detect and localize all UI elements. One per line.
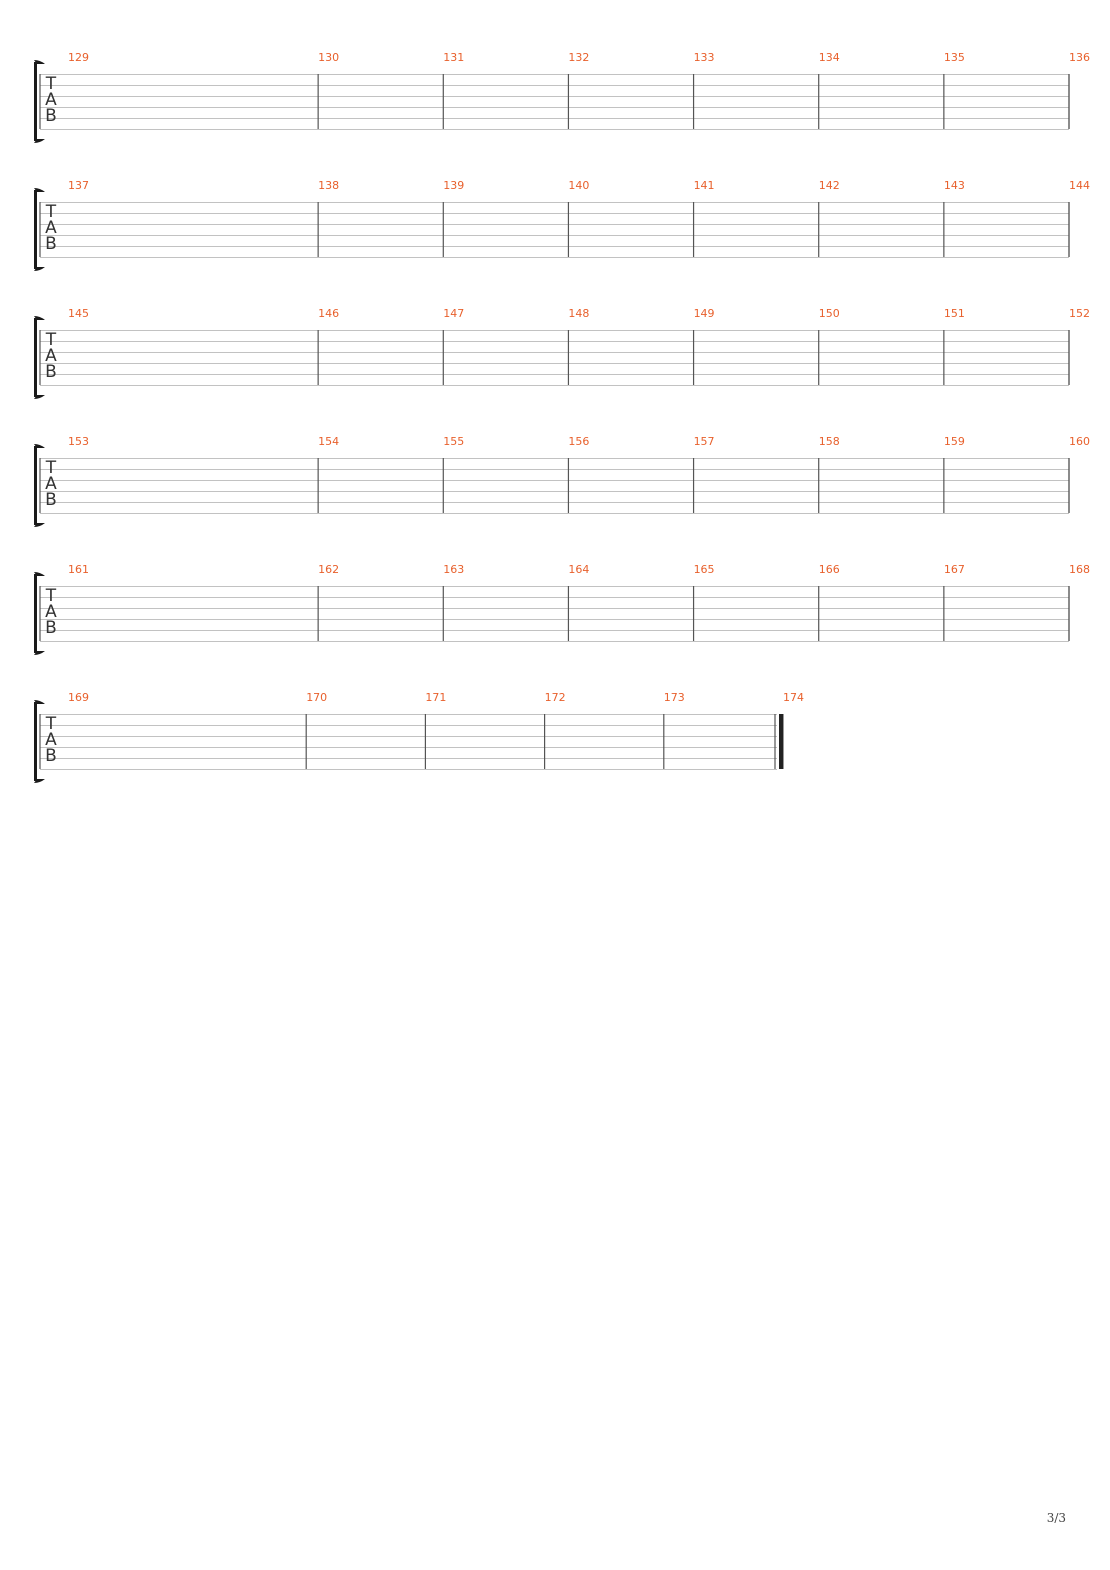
- measure-number: 150: [818, 307, 840, 320]
- measure-number: 146: [318, 307, 340, 320]
- measure-number: 154: [318, 435, 340, 448]
- measure-number: 164: [568, 563, 590, 576]
- measure-number: 153: [68, 435, 89, 448]
- tab-clef-letter: B: [45, 362, 57, 382]
- measure-number: 148: [568, 307, 590, 320]
- measure-number: 152: [1069, 307, 1090, 320]
- measure-number: 144: [1069, 179, 1090, 192]
- system-bracket-bottom-curl: [34, 267, 45, 271]
- tab-clef-letter: T: [45, 202, 57, 222]
- measure-number: 167: [943, 563, 965, 576]
- measure-number: 134: [818, 51, 840, 64]
- tab-clef-letter: T: [45, 458, 57, 478]
- measure-number: 156: [568, 435, 590, 448]
- measure-number: 132: [568, 51, 590, 64]
- tab-clef-letter: B: [45, 106, 57, 126]
- measure-number: 157: [693, 435, 715, 448]
- tab-clef-letter: A: [45, 346, 57, 366]
- system-bracket-top-curl: [34, 444, 45, 448]
- measure-number: 139: [443, 179, 465, 192]
- measure-number: 135: [943, 51, 965, 64]
- tab-clef-letter: T: [45, 586, 57, 606]
- measure-number: 131: [443, 51, 465, 64]
- measure-number: 174: [783, 691, 804, 704]
- tab-clef-letter: B: [45, 490, 57, 510]
- measure-number: 136: [1069, 51, 1090, 64]
- system-bracket-top-curl: [34, 316, 45, 320]
- system-bracket: [34, 446, 37, 525]
- measure-number: 147: [443, 307, 465, 320]
- system-bracket-top-curl: [34, 60, 45, 64]
- system-bracket: [34, 574, 37, 653]
- system-bracket: [34, 702, 37, 781]
- measure-number: 165: [693, 563, 715, 576]
- measure-number: 170: [306, 691, 328, 704]
- tab-clef-letter: B: [45, 746, 57, 766]
- tab-clef-letter: B: [45, 618, 57, 638]
- system-bracket: [34, 62, 37, 141]
- tab-clef-letter: A: [45, 474, 57, 494]
- measure-number: 151: [943, 307, 965, 320]
- measure-number: 138: [318, 179, 340, 192]
- measure-number: 162: [318, 563, 340, 576]
- tab-clef-letter: A: [45, 730, 57, 750]
- tab-clef-letter: T: [45, 714, 57, 734]
- measure-number: 173: [663, 691, 685, 704]
- tab-clef-letter: T: [45, 74, 57, 94]
- measure-number: 158: [818, 435, 840, 448]
- system-bracket-bottom-curl: [34, 395, 45, 399]
- system-bracket-bottom-curl: [34, 139, 45, 143]
- measure-number: 169: [68, 691, 89, 704]
- tab-clef-letter: A: [45, 90, 57, 110]
- measure-number: 161: [68, 563, 89, 576]
- system-bracket-bottom-curl: [34, 651, 45, 655]
- system-bracket-bottom-curl: [34, 779, 45, 783]
- measure-number: 130: [318, 51, 340, 64]
- system-bracket: [34, 318, 37, 397]
- measure-number: 163: [443, 563, 465, 576]
- system-bracket-top-curl: [34, 188, 45, 192]
- measure-number: 143: [943, 179, 965, 192]
- tab-clef-letter: A: [45, 218, 57, 238]
- measure-number: 137: [68, 179, 89, 192]
- measure-number: 149: [693, 307, 715, 320]
- tab-clef-letter: T: [45, 330, 57, 350]
- measure-number: 159: [943, 435, 965, 448]
- final-barline-thick: [779, 714, 783, 769]
- measure-number: 129: [68, 51, 89, 64]
- measure-number: 142: [818, 179, 840, 192]
- measure-number: 171: [425, 691, 447, 704]
- measure-number: 172: [544, 691, 566, 704]
- measure-number: 133: [693, 51, 715, 64]
- measure-number: 145: [68, 307, 89, 320]
- measure-number: 141: [693, 179, 715, 192]
- tab-clef-letter: B: [45, 234, 57, 254]
- system-bracket-top-curl: [34, 700, 45, 704]
- measure-number: 140: [568, 179, 590, 192]
- measure-number: 168: [1069, 563, 1090, 576]
- measure-number: 155: [443, 435, 465, 448]
- system-bracket-bottom-curl: [34, 523, 45, 527]
- measure-number: 160: [1069, 435, 1090, 448]
- system-bracket-top-curl: [34, 572, 45, 576]
- system-bracket: [34, 190, 37, 269]
- page-number: 3/3: [1046, 1511, 1066, 1525]
- tab-clef-letter: A: [45, 602, 57, 622]
- measure-number: 166: [818, 563, 840, 576]
